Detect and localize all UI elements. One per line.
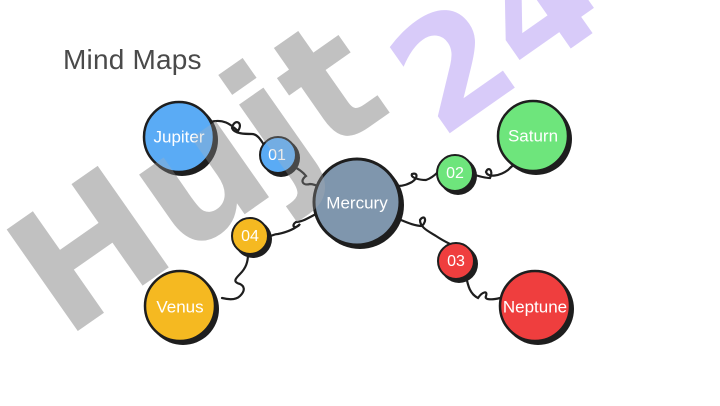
connectors [208,119,518,301]
node-jupiter-fill [142,100,216,174]
badge-04[interactable]: 04 [231,217,272,258]
connector-center-04 [268,212,318,238]
badge-02[interactable]: 02 [436,154,477,195]
connector-center-02 [396,170,440,188]
node-center-label: Mercury [326,193,388,212]
node-center[interactable]: Mercury [312,157,404,249]
badge-03-label: 03 [447,253,465,270]
badge-04-label: 04 [241,228,259,245]
node-neptune[interactable]: Neptune [498,269,574,345]
badge-01-fill [259,136,297,174]
badge-03-fill [437,242,475,280]
connector-center-03 [394,216,452,246]
node-saturn-label: Saturn [508,126,558,145]
node-venus[interactable]: Venus [143,269,219,345]
node-neptune-fill [498,269,572,343]
node-neptune-label: Neptune [503,297,567,316]
node-jupiter-label: Jupiter [153,127,204,146]
badge-01-label: 01 [268,147,286,164]
node-venus-label: Venus [156,297,203,316]
badge-02-fill [436,154,474,192]
node-jupiter[interactable]: Jupiter [142,100,218,176]
node-venus-fill [143,269,217,343]
badge-02-label: 02 [446,165,464,182]
badge-04-fill [231,217,269,255]
node-center-fill [312,157,402,247]
connector-02-saturn [470,162,518,180]
badge-01[interactable]: 01 [259,136,300,177]
badge-03[interactable]: 03 [437,242,478,283]
connector-jupiter-01 [208,119,268,150]
node-saturn-fill [496,99,570,173]
node-saturn[interactable]: Saturn [496,99,572,175]
page-title: Mind Maps [63,44,202,75]
connector-04-venus [220,252,250,301]
connector-03-neptune [464,274,502,301]
